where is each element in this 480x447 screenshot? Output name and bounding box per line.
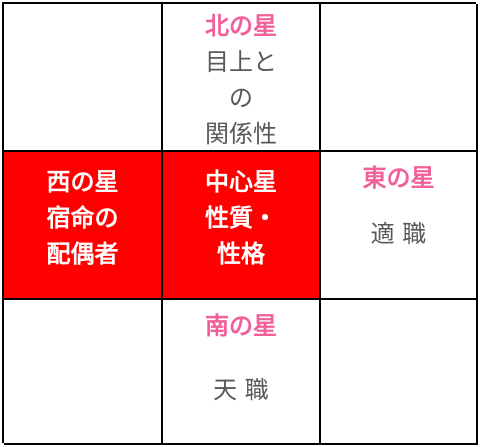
center-content: 中心星 性質・ 性格 <box>163 164 319 272</box>
east-content: 東の星 適 職 <box>321 160 476 252</box>
north-line-2: の <box>229 84 253 112</box>
north-line-1: 目上と <box>205 48 277 76</box>
south-content: 南の星 天 職 <box>163 308 319 408</box>
cell-north: 北の星 目上と の 関係性 <box>163 4 321 152</box>
west-line-3: 配偶者 <box>46 240 119 268</box>
north-title: 北の星 <box>205 12 277 40</box>
east-label: 適 職 <box>370 220 427 248</box>
cell-top-right <box>321 4 478 152</box>
east-title: 東の星 <box>362 164 435 192</box>
cell-bottom-left <box>4 300 163 445</box>
cell-top-left <box>4 4 163 152</box>
west-content: 西の星 宿命の 配偶者 <box>4 164 161 272</box>
south-title: 南の星 <box>205 312 277 340</box>
west-line-1: 西の星 <box>46 168 119 196</box>
cell-south: 南の星 天 職 <box>163 300 321 445</box>
north-line-3: 関係性 <box>205 120 277 148</box>
cell-center: 中心星 性質・ 性格 <box>163 152 321 300</box>
south-label: 天 職 <box>213 376 269 404</box>
center-line-3: 性格 <box>217 240 265 268</box>
west-line-2: 宿命の <box>46 204 119 232</box>
center-line-1: 中心星 <box>205 168 277 196</box>
north-content: 北の星 目上と の 関係性 <box>163 8 319 152</box>
center-line-2: 性質・ <box>205 204 277 232</box>
cell-east: 東の星 適 職 <box>321 152 478 300</box>
cell-bottom-right <box>321 300 478 445</box>
cell-west: 西の星 宿命の 配偶者 <box>4 152 163 300</box>
